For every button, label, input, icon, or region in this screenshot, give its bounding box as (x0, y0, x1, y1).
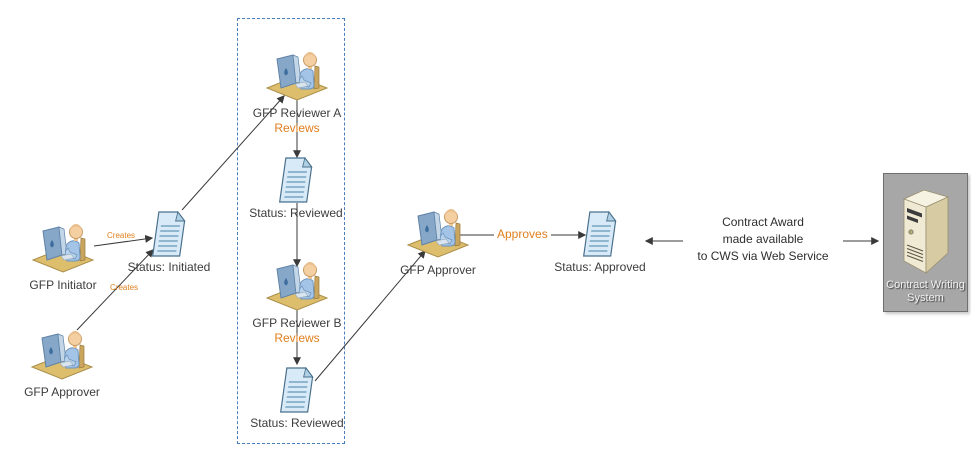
node-label: GFP Initiator (29, 278, 97, 292)
node-label: Status: Reviewed (249, 206, 343, 220)
person-at-computer-icon (30, 331, 94, 380)
document-icon (151, 210, 186, 257)
system-label-line-1: Contract Writing (886, 279, 965, 291)
contract-award-annotation: Contract Award made available to CWS via… (683, 214, 843, 265)
node-gfp-approver-left: GFP Approver (14, 325, 110, 399)
node-status-reviewed-top: Status: Reviewed (241, 156, 351, 220)
system-label: Contract Writing System (884, 279, 967, 305)
edge-initiated-to-reviewera (181, 95, 285, 211)
node-gfp-reviewer-a: GFP Reviewer A Reviews (249, 46, 345, 135)
node-gfp-initiator: GFP Initiator (15, 218, 111, 292)
edge-label-approves: Approves (494, 227, 551, 241)
node-label: GFP Approver (400, 263, 476, 277)
server-icon (902, 189, 950, 274)
system-label-line-2: System (907, 292, 944, 304)
person-at-computer-icon (31, 224, 95, 273)
action-label-reviews: Reviews (274, 331, 320, 345)
action-label-reviews: Reviews (274, 121, 320, 135)
node-gfp-reviewer-b: GFP Reviewer B Reviews (249, 256, 345, 345)
edge-reviewed2-to-approver (314, 250, 426, 382)
node-status-approved: Status: Approved (545, 210, 655, 274)
node-status-reviewed-bottom: Status: Reviewed (242, 366, 352, 430)
node-status-initiated: Status: Initiated (114, 210, 224, 274)
node-label: GFP Reviewer B (252, 316, 342, 330)
edge-label-creates-approver: Creates (110, 283, 139, 292)
edge-approverleft-to-initiated (76, 249, 154, 331)
node-label: Status: Approved (554, 260, 646, 274)
node-label: Status: Reviewed (250, 416, 344, 430)
document-icon (582, 210, 617, 257)
edge-label-creates-initiator: Creates (107, 231, 136, 240)
node-contract-writing-system: Contract Writing System (883, 173, 968, 312)
person-at-computer-icon (265, 262, 329, 311)
node-label: GFP Approver (24, 385, 100, 399)
person-at-computer-icon (265, 52, 329, 101)
annotation-line-2: made available (722, 232, 804, 246)
annotation-line-1: Contract Award (722, 215, 804, 229)
person-at-computer-icon (406, 209, 470, 258)
node-label: Status: Initiated (127, 260, 211, 274)
node-gfp-approver-mid: GFP Approver (390, 203, 486, 277)
review-group-box (237, 18, 345, 444)
edge-initiator-to-initiated (93, 234, 154, 247)
node-label: GFP Reviewer A (252, 106, 342, 120)
document-icon (278, 156, 313, 203)
document-icon (279, 366, 314, 413)
annotation-line-3: to CWS via Web Service (697, 249, 829, 263)
